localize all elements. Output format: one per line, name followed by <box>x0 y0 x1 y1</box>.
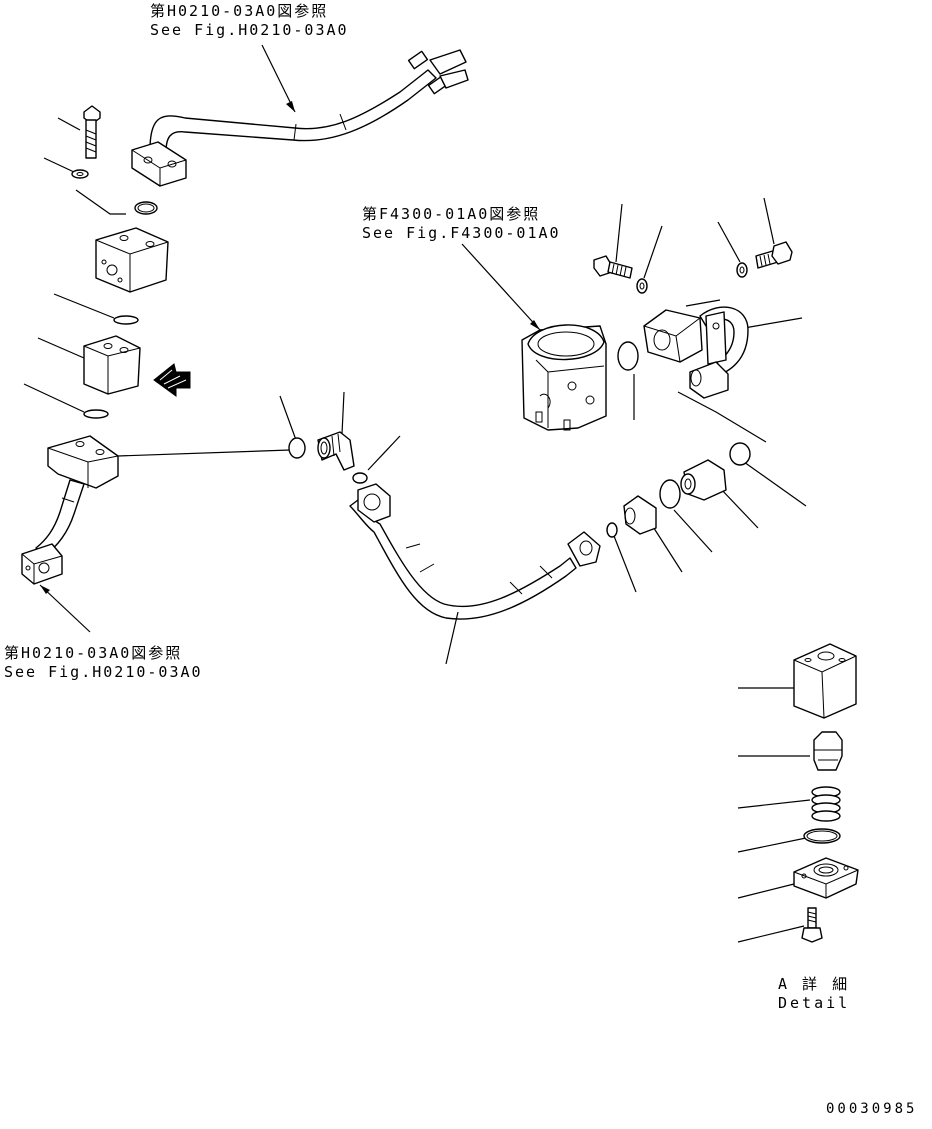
detail-flange <box>737 857 859 899</box>
washer-left <box>43 157 126 215</box>
top-reference-label: 第H0210-03A0図参照 See Fig.H0210-03A0 <box>150 2 349 40</box>
left-reference-leader <box>39 584 91 633</box>
pump-reference-label: 第F4300-01A0図参照 See Fig.F4300-01A0 <box>362 205 561 243</box>
hose-leader <box>445 611 459 665</box>
shim-lower <box>23 383 109 419</box>
washer-top-right-1 <box>636 225 663 294</box>
detail-o-ring <box>737 828 841 853</box>
detail-block <box>738 643 857 719</box>
detail-plug <box>738 731 843 771</box>
top-reference-jp: 第H0210-03A0図参照 <box>150 2 329 20</box>
hose <box>349 483 601 620</box>
fitting-leader <box>117 449 291 457</box>
reducer-fitting <box>680 459 759 529</box>
shim-upper <box>53 293 139 325</box>
washer-top-right-2 <box>717 221 748 278</box>
left-reference-label: 第H0210-03A0図参照 See Fig.H0210-03A0 <box>4 644 203 682</box>
o-ring-right-large <box>659 479 713 553</box>
detail-en: Detail <box>778 994 851 1012</box>
detail-label: A 詳 細 Detail <box>778 975 850 1013</box>
pump-body <box>521 324 607 431</box>
elbow-tube-right <box>643 299 803 399</box>
detail-spring <box>737 786 841 822</box>
top-tube <box>131 49 469 187</box>
o-ring-pump <box>617 341 639 420</box>
pump-reference-jp: 第F4300-01A0図参照 <box>362 205 541 223</box>
pump-reference-leader <box>461 243 541 331</box>
bolt-top-right-2 <box>755 197 793 269</box>
direction-arrow <box>153 363 191 397</box>
o-ring-center <box>279 395 306 459</box>
o-ring-top-left <box>134 201 158 215</box>
adapter-fitting-right <box>623 495 683 573</box>
top-reference-leader <box>261 44 296 113</box>
spacer-block <box>37 335 141 395</box>
detail-bolt <box>737 907 823 943</box>
split-flange-block <box>95 227 169 293</box>
top-reference-en: See Fig.H0210-03A0 <box>150 21 349 39</box>
o-ring-small-center <box>352 435 401 484</box>
bolt-left <box>57 105 101 159</box>
drawing-number: 00030985 <box>826 1101 918 1117</box>
elbow-fitting <box>317 391 355 471</box>
left-tube <box>21 435 119 585</box>
left-reference-en: See Fig.H0210-03A0 <box>4 663 203 681</box>
o-ring-far-right <box>677 391 807 507</box>
detail-jp: A 詳 細 <box>778 975 851 993</box>
left-reference-jp: 第H0210-03A0図参照 <box>4 644 183 662</box>
o-ring-small-right <box>606 522 637 593</box>
pump-reference-en: See Fig.F4300-01A0 <box>362 224 561 242</box>
bolt-top-right-1 <box>593 203 633 279</box>
